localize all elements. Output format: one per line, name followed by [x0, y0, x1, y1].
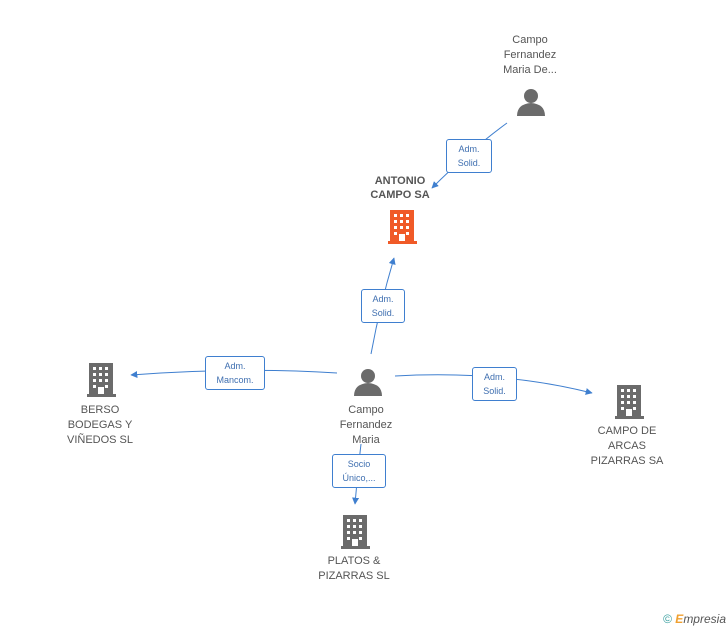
person-icon[interactable]: [517, 89, 545, 116]
label-line: BODEGAS Y: [67, 419, 133, 431]
edge-label-line: Mancom.: [216, 375, 254, 385]
edge-label-line: Solid.: [371, 308, 395, 318]
edge-label-line: Adm.: [483, 372, 505, 382]
label-line: VIÑEDOS SL: [66, 434, 134, 446]
edge-label-line: Socio: [347, 459, 371, 469]
edge-label-line: Solid.: [483, 386, 506, 396]
brand-initial: E: [675, 612, 684, 626]
edge-label-line: Solid.: [457, 158, 481, 168]
copyright-footer: © Empresia: [663, 612, 726, 626]
edge-label-center-to-berso[interactable]: Adm. Mancom.: [205, 356, 265, 390]
person-icon[interactable]: [354, 369, 382, 396]
edge-label-line: Adm.: [372, 294, 394, 304]
building-icon[interactable]: [87, 363, 116, 397]
label-line: CAMPO SA: [370, 189, 430, 201]
copyright-icon: ©: [663, 612, 672, 626]
edge-label-line: Adm.: [224, 361, 246, 371]
edge-label-top-to-focus[interactable]: Adm. Solid.: [446, 139, 492, 173]
label-line: PIZARRAS SA: [590, 455, 664, 467]
label-line: Fernandez: [339, 419, 393, 431]
building-icon[interactable]: [341, 515, 370, 549]
edge-label-center-to-arcas[interactable]: Adm. Solid.: [472, 367, 517, 401]
label-line: PIZARRAS SL: [318, 570, 390, 582]
label-line: Fernandez: [503, 49, 557, 61]
building-icon[interactable]: [388, 210, 417, 244]
label-line: Campo: [348, 404, 384, 416]
label-line: ANTONIO: [374, 175, 426, 187]
node-label-person-center[interactable]: Campo Fernandez Maria: [316, 403, 416, 448]
node-label-person-top[interactable]: Campo Fernandez Maria De...: [480, 33, 580, 78]
brand-rest: mpresia: [683, 612, 726, 626]
edge-label-line: Adm.: [458, 144, 480, 154]
label-line: CAMPO DE: [597, 425, 657, 437]
edge-label-line: Único,...: [342, 473, 376, 483]
label-line: ARCAS: [608, 440, 646, 452]
empresia-logo[interactable]: Empresia: [675, 612, 726, 626]
edge-label-center-to-focus[interactable]: Adm. Solid.: [361, 289, 405, 323]
node-label-focus-company[interactable]: ANTONIO CAMPO SA: [350, 174, 450, 202]
label-line: PLATOS &: [327, 555, 381, 567]
node-label-platos[interactable]: PLATOS & PIZARRAS SL: [304, 554, 404, 584]
edge-label-center-to-platos[interactable]: Socio Único,...: [332, 454, 386, 488]
label-line: Maria: [352, 434, 380, 446]
label-line: Campo: [512, 34, 548, 46]
node-label-berso[interactable]: BERSO BODEGAS Y VIÑEDOS SL: [50, 403, 150, 448]
building-icon[interactable]: [615, 385, 644, 419]
label-line: Maria De...: [503, 64, 557, 76]
label-line: BERSO: [80, 404, 120, 416]
node-label-campo-arcas[interactable]: CAMPO DE ARCAS PIZARRAS SA: [577, 424, 677, 469]
